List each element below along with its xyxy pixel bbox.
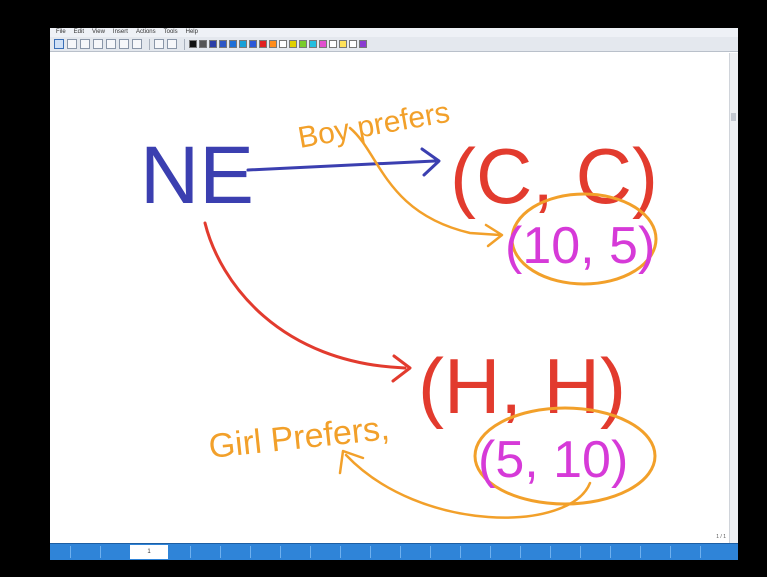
page-strip-tick — [430, 546, 431, 558]
menu-edit[interactable]: Edit — [73, 29, 85, 35]
page-strip-tick — [460, 546, 461, 558]
strategy-hh: (H, H) — [418, 342, 626, 430]
eraser-icon[interactable] — [80, 39, 90, 49]
menu-tools[interactable]: Tools — [163, 29, 178, 35]
color-swatch-16[interactable] — [339, 40, 347, 48]
color-swatch-15[interactable] — [329, 40, 337, 48]
page-tab[interactable]: 1 — [130, 545, 168, 559]
blue-arrow-line — [246, 159, 437, 172]
page-strip-tick — [550, 546, 551, 558]
menu-insert[interactable]: Insert — [112, 29, 128, 35]
page-strip-tick — [400, 546, 401, 558]
page-strip-tick — [310, 546, 311, 558]
page-strip-tick — [520, 546, 521, 558]
boy-prefers-label: Boy prefers — [295, 96, 452, 155]
page-indicator: 1 / 1 — [716, 534, 726, 540]
toolbar — [50, 37, 738, 52]
circle-payoff-hh — [473, 406, 657, 506]
orange-arrow-girl — [344, 453, 592, 519]
toolbar-separator — [184, 38, 185, 50]
pen-tool-icon[interactable] — [54, 39, 64, 49]
journal-window: File Edit View Insert Actions Tools Help… — [50, 28, 738, 560]
page-strip-tick — [580, 546, 581, 558]
menu-actions[interactable]: Actions — [135, 29, 156, 35]
page-strip-tick — [100, 546, 101, 558]
insert-space-icon[interactable] — [106, 39, 116, 49]
page-strip-tick — [610, 546, 611, 558]
page-strip-tick — [70, 546, 71, 558]
color-swatch-5[interactable] — [229, 40, 237, 48]
ne-label: NE — [140, 130, 254, 221]
page-strip-tick — [220, 546, 221, 558]
toolbar-separator — [149, 38, 150, 50]
payoff-cc: (10, 5) — [505, 217, 655, 275]
menu-bar: File Edit View Insert Actions Tools Help — [50, 28, 738, 37]
highlighter-icon[interactable] — [67, 39, 77, 49]
color-swatch-10[interactable] — [279, 40, 287, 48]
scrollbar-thumb[interactable] — [731, 113, 736, 121]
color-swatch-18[interactable] — [359, 40, 367, 48]
color-swatch-7[interactable] — [249, 40, 257, 48]
page-strip-tick — [190, 546, 191, 558]
color-swatch-4[interactable] — [219, 40, 227, 48]
color-swatch-9[interactable] — [269, 40, 277, 48]
menu-file[interactable]: File — [56, 29, 66, 35]
color-swatch-11[interactable] — [289, 40, 297, 48]
color-swatch-13[interactable] — [309, 40, 317, 48]
pen-color-palette — [189, 40, 369, 48]
color-swatch-17[interactable] — [349, 40, 357, 48]
redo-icon[interactable] — [167, 39, 177, 49]
color-swatch-8[interactable] — [259, 40, 267, 48]
page-strip-tick — [670, 546, 671, 558]
payoff-hh: (5, 10) — [478, 431, 628, 489]
undo-icon[interactable] — [154, 39, 164, 49]
vertical-scrollbar[interactable] — [729, 53, 738, 543]
menu-help[interactable]: Help — [185, 29, 198, 35]
blue-arrowhead-icon — [420, 147, 441, 177]
circle-payoff-cc — [510, 192, 658, 286]
red-arrow-line — [203, 221, 407, 370]
page-strip-tick — [640, 546, 641, 558]
page-strip-tick — [370, 546, 371, 558]
color-swatch-12[interactable] — [299, 40, 307, 48]
page-strip-tick — [490, 546, 491, 558]
color-swatch-6[interactable] — [239, 40, 247, 48]
red-arrowhead-icon — [391, 354, 412, 383]
lasso-select-icon[interactable] — [93, 39, 103, 49]
strategy-cc: (C, C) — [450, 132, 658, 220]
orange-arrowhead-icon — [338, 449, 365, 475]
page-strip-tick — [280, 546, 281, 558]
insert-image-icon[interactable] — [132, 39, 142, 49]
note-canvas[interactable]: NE (C, C) Boy prefers (10, 5) (H, H) (5,… — [50, 53, 738, 543]
orange-arrowhead-icon — [484, 223, 504, 248]
orange-arrow-boy — [348, 126, 502, 237]
page-strip-tick — [700, 546, 701, 558]
color-swatch-2[interactable] — [199, 40, 207, 48]
page-strip-tick — [250, 546, 251, 558]
menu-view[interactable]: View — [92, 29, 105, 35]
color-swatch-14[interactable] — [319, 40, 327, 48]
page-strip-tick — [340, 546, 341, 558]
color-swatch-3[interactable] — [209, 40, 217, 48]
color-swatch-1[interactable] — [189, 40, 197, 48]
page-strip: 1 — [50, 543, 738, 560]
hand-pan-icon[interactable] — [119, 39, 129, 49]
handwriting-layer: NE (C, C) Boy prefers (10, 5) (H, H) (5,… — [140, 96, 658, 519]
